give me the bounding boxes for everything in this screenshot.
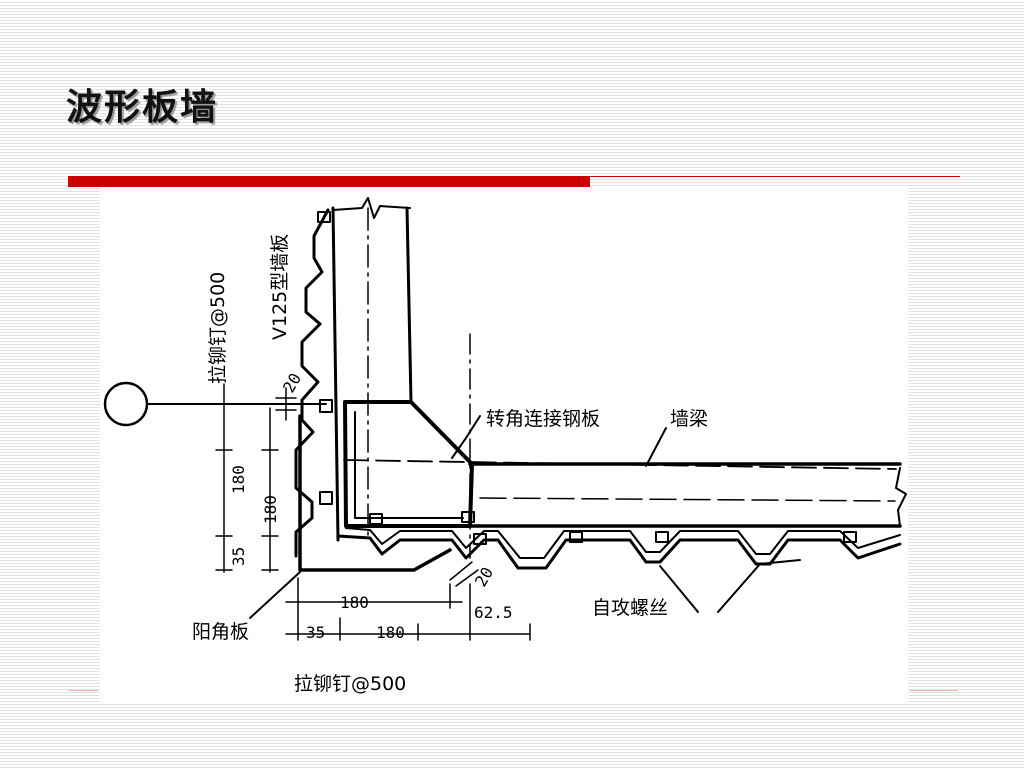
wall-beam-break <box>895 467 907 527</box>
panel-clip-1 <box>317 211 331 223</box>
grid-axis-bubble <box>103 381 149 427</box>
corrugated-panel-horizontal-inner <box>345 527 901 559</box>
corrugated-panel-horizontal <box>336 534 902 570</box>
wall-beam-hidden-edge <box>479 497 896 502</box>
dim-text-180-b: 180 <box>261 495 280 524</box>
corner-detail-drawing: V125型墙板 拉铆钉@500 转角连接钢板 墙梁 自攻螺丝 阳角板 拉铆钉@5… <box>100 188 908 702</box>
label-wall-beam: 墙梁 <box>670 408 708 430</box>
label-outside-corner-plate: 阳角板 <box>192 621 249 643</box>
title-accent-bar <box>68 176 590 187</box>
corner-connecting-plate <box>343 400 474 528</box>
wall-beam-axis <box>343 459 897 470</box>
drawing-svg: V125型墙板 拉铆钉@500 转角连接钢板 墙梁 自攻螺丝 阳角板 拉铆钉@5… <box>103 197 907 695</box>
outside-corner-plate <box>298 414 452 572</box>
title-accent-line <box>590 176 960 177</box>
label-v125-wall-panel: V125型墙板 <box>269 234 291 340</box>
column-outer-edge <box>331 206 340 542</box>
label-self-tapping-screw: 自攻螺丝 <box>592 597 668 619</box>
dim-text-180-bottom-a: 180 <box>340 593 369 612</box>
leader-corner-plate <box>451 415 481 459</box>
screw-6 <box>461 511 475 523</box>
footer-line-right <box>910 690 958 691</box>
footer-line-left <box>68 690 98 691</box>
dim-text-20-top: 20 <box>279 370 305 396</box>
dim-text-180-a: 180 <box>229 465 248 494</box>
screw-5 <box>369 513 383 525</box>
column-inner-edge <box>405 206 413 404</box>
corner-plate-inner <box>354 411 464 519</box>
dim-text-180-bottom-b: 180 <box>376 623 405 642</box>
panel-clip-3 <box>319 491 333 505</box>
v125-wall-panel-vertical <box>294 208 330 558</box>
column-break <box>332 197 411 219</box>
leader-outside-corner <box>249 571 301 619</box>
dim-text-35-bottom: 35 <box>306 623 325 642</box>
label-rivet-left: 拉铆钉@500 <box>207 272 229 384</box>
leader-screw-b <box>717 559 801 613</box>
screw-3 <box>655 531 669 543</box>
dim-bottom-ext <box>297 577 531 641</box>
screw-1 <box>473 533 487 545</box>
dim-text-35-left: 35 <box>229 547 248 566</box>
dim-text-62-5: 62.5 <box>474 603 513 622</box>
screw-4 <box>843 531 857 543</box>
label-rivet-bottom: 拉铆钉@500 <box>294 673 406 695</box>
label-corner-plate: 转角连接钢板 <box>486 408 600 430</box>
leader-wall-beam <box>645 427 667 467</box>
screw-2 <box>569 531 583 543</box>
leader-screw-a <box>659 565 699 613</box>
dim-bottom-20 <box>449 561 479 587</box>
dim-text-20-bottom: 20 <box>471 564 497 590</box>
dim-top-20 <box>275 387 297 421</box>
panel-clip-2 <box>319 399 333 413</box>
slide-title: 波形板墙 <box>66 87 219 128</box>
